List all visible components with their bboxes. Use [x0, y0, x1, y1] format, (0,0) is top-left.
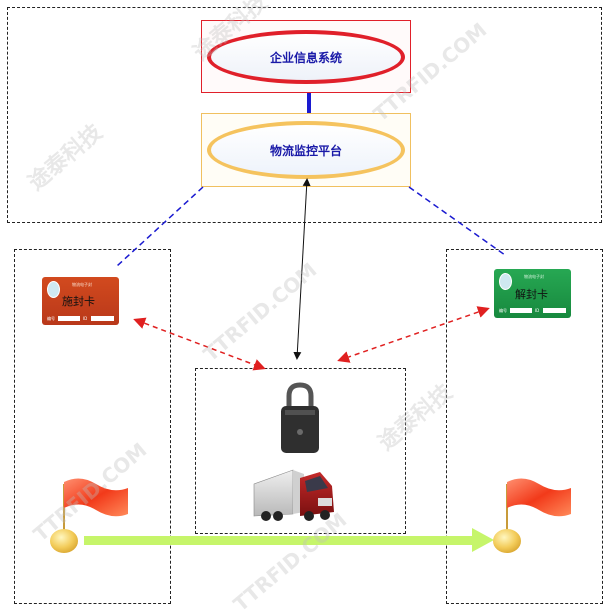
seal-card: 物流电子封 施封卡 编号 ID	[42, 277, 119, 325]
unseal-card: 物流电子封 解封卡 编号 ID	[494, 269, 571, 318]
unseal-card-slot1	[510, 308, 532, 313]
enterprise-system-ellipse: 企业信息系统	[207, 30, 405, 84]
unseal-card-slot2	[543, 308, 566, 313]
unseal-card-field2: ID	[535, 308, 540, 313]
truck-icon	[253, 469, 334, 521]
enterprise-system-box: 企业信息系统	[201, 20, 411, 93]
enterprise-system-label: 企业信息系统	[269, 50, 342, 65]
lock-icon	[281, 382, 319, 453]
seal-card-field2: ID	[83, 316, 88, 321]
destination-region	[446, 249, 603, 604]
unseal-card-field1: 编号	[499, 308, 507, 313]
monitoring-platform-box: 物流监控平台	[201, 113, 411, 187]
unseal-card-photo	[499, 273, 512, 290]
route-arrow	[84, 528, 494, 552]
monitoring-platform-ellipse: 物流监控平台	[207, 121, 405, 179]
platform-to-seal-link	[116, 186, 204, 267]
unseal-card-title: 解封卡	[515, 288, 548, 301]
platform-to-unseal-link	[408, 186, 506, 256]
platform-lock-arrow	[293, 178, 311, 360]
unseal-card-lock-arrow	[337, 306, 490, 363]
seal-card-title: 施封卡	[62, 295, 95, 308]
start-flag-icon	[50, 478, 128, 553]
seal-card-field1: 编号	[47, 316, 55, 321]
seal-card-header: 物流电子封	[72, 282, 92, 287]
seal-card-slot2	[91, 316, 114, 321]
seal-card-slot1	[58, 316, 80, 321]
transit-region	[195, 368, 406, 534]
monitoring-platform-label: 物流监控平台	[269, 143, 342, 158]
unseal-card-header: 物流电子封	[524, 274, 544, 279]
seal-card-lock-arrow	[133, 317, 266, 371]
origin-region	[14, 249, 171, 604]
seal-card-photo	[47, 281, 60, 298]
end-flag-icon	[493, 478, 571, 553]
